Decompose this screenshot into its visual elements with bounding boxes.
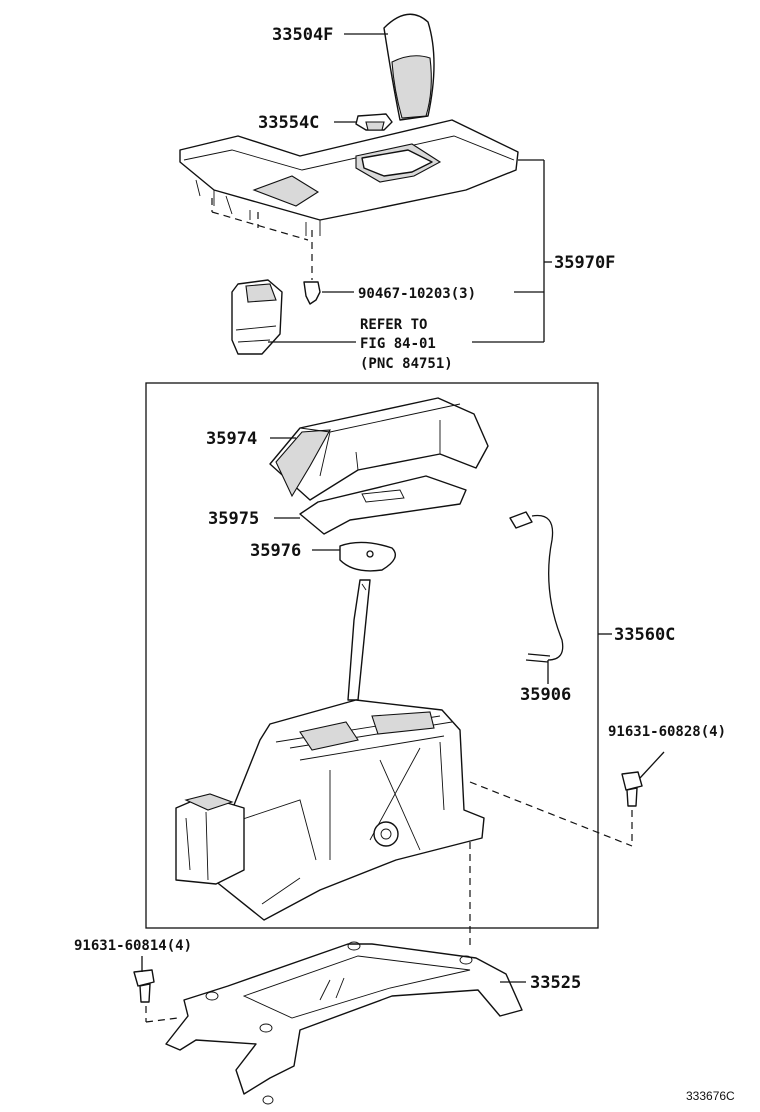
label-illustration-id: 333676C — [686, 1089, 735, 1103]
slide-plate-part[interactable] — [339, 541, 396, 572]
wire-part[interactable] — [509, 511, 564, 663]
label-wire: 35906 — [520, 685, 571, 705]
label-slide-plate: 35976 — [250, 541, 301, 561]
switch-part[interactable] — [231, 279, 283, 355]
label-bolt-right: 91631-60828(4) — [608, 724, 726, 740]
ornament-part[interactable] — [355, 113, 393, 131]
label-shift-knob: 33504F — [272, 25, 333, 45]
label-screw: 90467-10203(3) — [358, 286, 476, 302]
label-shift-lever-assy: 33560C — [614, 625, 675, 645]
label-refer-line1: REFER TO — [360, 317, 427, 333]
label-console-assy: 35970F — [554, 253, 615, 273]
shift-lever-assembly-box — [145, 382, 599, 929]
console-panel-part[interactable] — [179, 119, 519, 236]
label-indicator-plate: 35975 — [208, 509, 259, 529]
label-bracket: 33525 — [530, 973, 581, 993]
dust-cover-part[interactable] — [269, 397, 489, 501]
label-refer-line2: FIG 84-01 — [360, 336, 436, 352]
dashed-bolt-right-d — [469, 781, 633, 847]
label-dust-cover: 35974 — [206, 429, 257, 449]
shift-lever-rod[interactable] — [347, 579, 371, 701]
dashed-console-2 — [211, 211, 309, 241]
label-ornament: 33554C — [258, 113, 319, 133]
dashed-bolt-left-h — [145, 1017, 179, 1023]
indicator-plate-part[interactable] — [299, 475, 467, 535]
shift-lever-housing[interactable] — [175, 699, 485, 921]
leader-bolt-right — [639, 751, 665, 779]
bolt-left-part[interactable] — [133, 969, 155, 1003]
label-refer-line3: (PNC 84751) — [360, 356, 453, 372]
screw-part[interactable] — [303, 281, 321, 305]
bracket-part[interactable] — [165, 941, 523, 1105]
shift-knob-part[interactable] — [383, 13, 435, 121]
label-bolt-left: 91631-60814(4) — [74, 938, 192, 954]
bolt-right-part[interactable] — [621, 771, 643, 807]
